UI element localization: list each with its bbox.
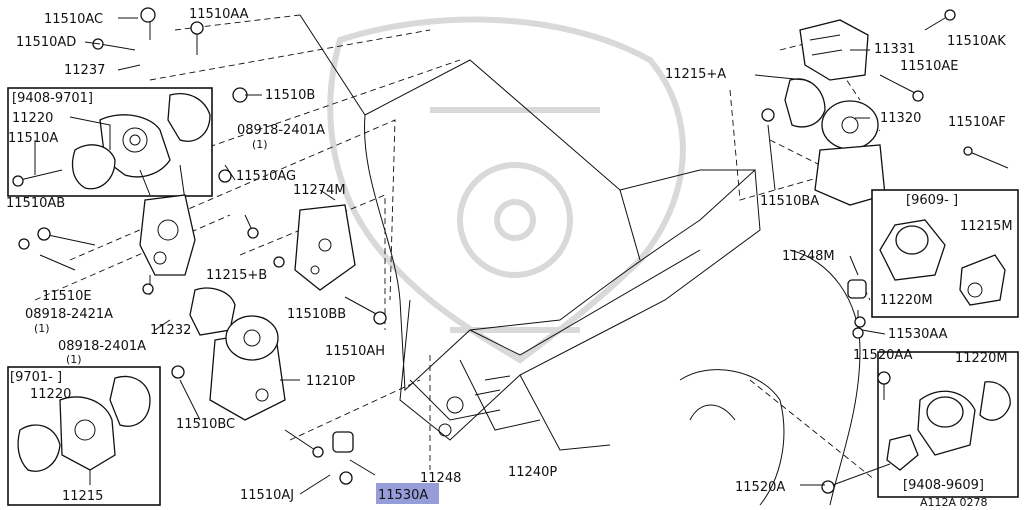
- bracket-11232: [139, 194, 196, 295]
- label-11210p: 11210P: [306, 374, 355, 389]
- label-11530a[interactable]: 11530A: [378, 488, 428, 503]
- mount-11210p: [189, 287, 286, 421]
- label-range-9609: [9609- ]: [906, 193, 958, 208]
- label-11232: 11232: [150, 323, 191, 338]
- label-11510e: 11510E: [42, 289, 92, 304]
- label-11220m-upper: 11220M: [880, 293, 933, 308]
- label-11248: 11248: [420, 471, 461, 486]
- label-qty-upper: (1): [252, 138, 268, 151]
- bracket-11331: [799, 19, 869, 81]
- label-11220-upper: 11220: [12, 111, 53, 126]
- label-11237: 11237: [64, 63, 105, 78]
- label-11220-lower: 11220: [30, 387, 71, 402]
- mount-11320: [784, 78, 886, 206]
- label-range-9701: [9701- ]: [10, 370, 62, 385]
- label-range-9408-9609: [9408-9609]: [903, 478, 984, 493]
- label-11510aa: 11510AA: [189, 7, 249, 22]
- label-qty-middle: (1): [34, 322, 50, 335]
- label-11530aa: 11530AA: [888, 327, 948, 342]
- label-11510af: 11510AF: [948, 115, 1006, 130]
- assembly-guide-lines: [34, 14, 881, 481]
- label-11331: 11331: [874, 42, 915, 57]
- nuts-and-washers: [142, 87, 867, 485]
- label-11240p: 11240P: [508, 465, 557, 480]
- mount-assembly-9408-9609: [877, 351, 1019, 498]
- label-11510ac: 11510AC: [44, 12, 103, 27]
- mount-assembly-9701: [7, 366, 161, 506]
- watermark-emblem: [327, 16, 686, 364]
- label-range-9408-9701: [9408-9701]: [12, 91, 93, 106]
- label-11220m-lower: 11220M: [955, 351, 1008, 366]
- label-11520aa: 11520AA: [853, 348, 913, 363]
- part-labels: 11510AC 11510AA 11510AD 11237 [9408-9701…: [6, 7, 1013, 509]
- label-11510aj: 11510AJ: [240, 488, 294, 503]
- mount-assembly-9609: [871, 189, 1019, 318]
- label-11215-plus-b: 11215+B: [206, 268, 267, 283]
- label-11215-plus-a: 11215+A: [665, 67, 726, 82]
- label-11215m: 11215M: [960, 219, 1013, 234]
- label-qty-lower: (1): [66, 353, 82, 366]
- label-08918-2421a: 08918-2421A: [25, 307, 113, 322]
- label-11248m: 11248M: [782, 249, 835, 264]
- label-11510ad: 11510AD: [16, 35, 76, 50]
- label-11510ba: 11510BA: [760, 194, 819, 209]
- footer-code: A112A 0278: [920, 496, 988, 509]
- bolts: [12, 7, 1009, 494]
- label-11520a: 11520A: [735, 480, 785, 495]
- label-11510a: 11510A: [8, 131, 58, 146]
- label-11215: 11215: [62, 489, 103, 504]
- label-08918-2401a-upper: 08918-2401A: [237, 123, 325, 138]
- label-11510bc: 11510BC: [176, 417, 235, 432]
- label-11510bb: 11510BB: [287, 307, 346, 322]
- vehicle-frame-outline: [299, 14, 861, 506]
- bracket-11274m: [294, 204, 356, 291]
- label-11510b: 11510B: [265, 88, 315, 103]
- label-11274m: 11274M: [293, 183, 346, 198]
- label-11510ah: 11510AH: [325, 344, 385, 359]
- label-11320: 11320: [880, 111, 921, 126]
- leader-lines: [34, 17, 886, 495]
- label-11510ag: 11510AG: [236, 169, 296, 184]
- label-11510ab: 11510AB: [6, 196, 65, 211]
- label-08918-2401a-lower: 08918-2401A: [58, 339, 146, 354]
- highlight-11530a: [376, 483, 439, 504]
- label-11510ak: 11510AK: [947, 34, 1006, 49]
- label-11510ae: 11510AE: [900, 59, 958, 74]
